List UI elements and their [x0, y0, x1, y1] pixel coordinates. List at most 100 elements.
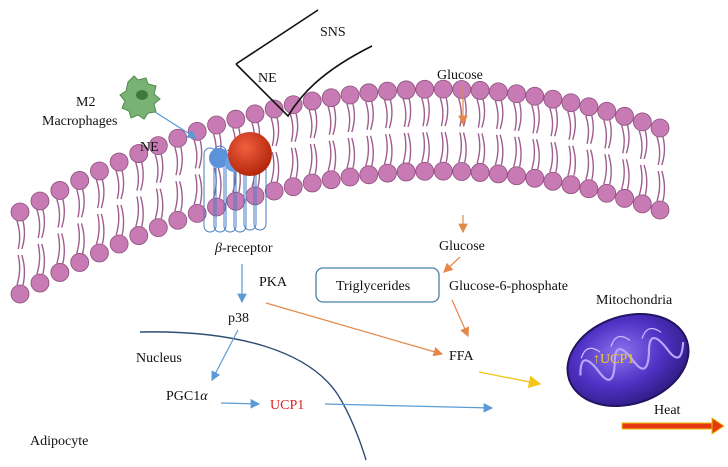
- lipid-tail: [402, 132, 407, 164]
- lipid-head: [415, 161, 435, 181]
- lipid-tail: [41, 209, 46, 239]
- lipid-tail: [625, 125, 630, 154]
- lipid-tail: [115, 204, 120, 236]
- lipid-tail: [656, 136, 661, 166]
- macrophage-icon: [119, 75, 161, 120]
- lipid-head: [632, 194, 652, 214]
- triglycerides-to-ffa-arrow: [451, 299, 469, 338]
- lipid-tail: [439, 97, 444, 127]
- lipid-tail: [554, 142, 558, 173]
- macrophages-label: Macrophages: [42, 114, 117, 129]
- ucp1-nucleus-label: UCP1: [270, 398, 304, 413]
- heat-label: Heat: [654, 403, 681, 418]
- lipid-tail: [21, 254, 26, 286]
- lipid-head: [488, 164, 508, 184]
- lipid-tail: [308, 143, 313, 175]
- lipid-head: [615, 188, 634, 208]
- lipid-head: [433, 79, 453, 99]
- lipid-tail: [589, 149, 594, 180]
- lipid-tail: [139, 162, 144, 191]
- glucose-outside-label: Glucose: [437, 68, 483, 83]
- lipid-head: [264, 181, 284, 201]
- lipid-tail: [607, 120, 612, 149]
- lipid-head: [168, 210, 188, 230]
- lipid-head: [148, 136, 168, 156]
- lipid-tail: [494, 134, 499, 166]
- lipid-tail: [154, 154, 159, 183]
- lipid-tail: [369, 135, 374, 166]
- lipid-tail: [174, 181, 179, 212]
- lipid-head: [168, 128, 188, 148]
- lipid-tail: [512, 102, 517, 131]
- lipid-head: [148, 218, 168, 238]
- g6p-label: Glucose-6-phosphate: [449, 279, 568, 294]
- lipid-tail: [481, 99, 486, 128]
- cell-membrane-bilayer: [10, 79, 670, 304]
- lipid-tail: [135, 196, 140, 227]
- lipid-tail: [661, 136, 666, 166]
- lipid-head: [632, 112, 652, 132]
- lipid-tail: [270, 151, 275, 183]
- pka-label: PKA: [259, 275, 288, 290]
- m2-label: M2: [76, 95, 95, 110]
- lipid-tail: [115, 170, 120, 200]
- lipid-head: [359, 83, 379, 103]
- lipid-tail: [661, 170, 666, 202]
- lipid-head: [378, 81, 397, 101]
- lipid-tail: [56, 233, 61, 264]
- beta-receptor-label: β-receptor: [214, 241, 273, 256]
- lipid-tail: [16, 220, 21, 250]
- pgc1a-label: PGC1α: [166, 389, 208, 404]
- lipid-tail: [462, 98, 467, 127]
- sns-nerve-terminal: [235, 9, 373, 118]
- lipid-head: [70, 171, 90, 190]
- lipid-tail: [458, 132, 463, 163]
- lipid-tail: [572, 145, 577, 176]
- pka-to-ffa-arrow: [265, 302, 444, 357]
- sns-label: SNS: [320, 25, 346, 40]
- lipid-tail: [351, 137, 356, 169]
- lipid-tail: [444, 131, 449, 163]
- ne-receptor-label: NE: [140, 140, 159, 155]
- lipid-tail: [21, 220, 26, 250]
- lipid-tail: [351, 103, 356, 133]
- lipid-tail: [313, 109, 318, 139]
- lipid-tail: [159, 154, 164, 183]
- lipid-tail: [95, 179, 100, 209]
- nucleus-label: Nucleus: [136, 351, 182, 366]
- lipid-head: [561, 175, 581, 195]
- lipid-tail: [289, 113, 294, 142]
- adipocyte-label: Adipocyte: [30, 434, 88, 449]
- lipid-tail: [100, 213, 105, 245]
- lipid-tail: [535, 105, 540, 134]
- lipid-head: [321, 88, 341, 108]
- lipid-tail: [294, 147, 299, 178]
- lipid-tail: [549, 142, 554, 173]
- lipid-tail: [154, 188, 159, 219]
- lipid-head: [543, 89, 563, 109]
- lipid-tail: [60, 233, 65, 264]
- lipid-tail: [76, 223, 81, 254]
- lipid-tail: [499, 100, 504, 130]
- lipid-tail: [275, 151, 280, 183]
- lipid-head: [283, 95, 303, 115]
- nucleus-membrane: [139, 331, 367, 461]
- lipid-head: [470, 163, 490, 182]
- lipid-head: [30, 273, 50, 293]
- p38-to-pgc1a-arrow: [211, 329, 239, 382]
- lipid-head: [90, 161, 109, 181]
- lipid-tail: [36, 209, 41, 239]
- lipid-head: [488, 82, 508, 102]
- lipid-tail: [95, 213, 100, 245]
- lipid-tail: [308, 109, 313, 139]
- lipid-tail: [425, 132, 430, 163]
- lipid-tail: [620, 159, 625, 190]
- lipid-tail: [421, 132, 426, 163]
- lipid-head: [433, 161, 453, 181]
- lipid-tail: [585, 115, 590, 144]
- lipid-tail: [481, 133, 486, 164]
- lipid-tail: [643, 164, 648, 196]
- lipid-tail: [625, 159, 630, 190]
- lipid-tail: [41, 243, 46, 275]
- lipid-tail: [76, 189, 81, 218]
